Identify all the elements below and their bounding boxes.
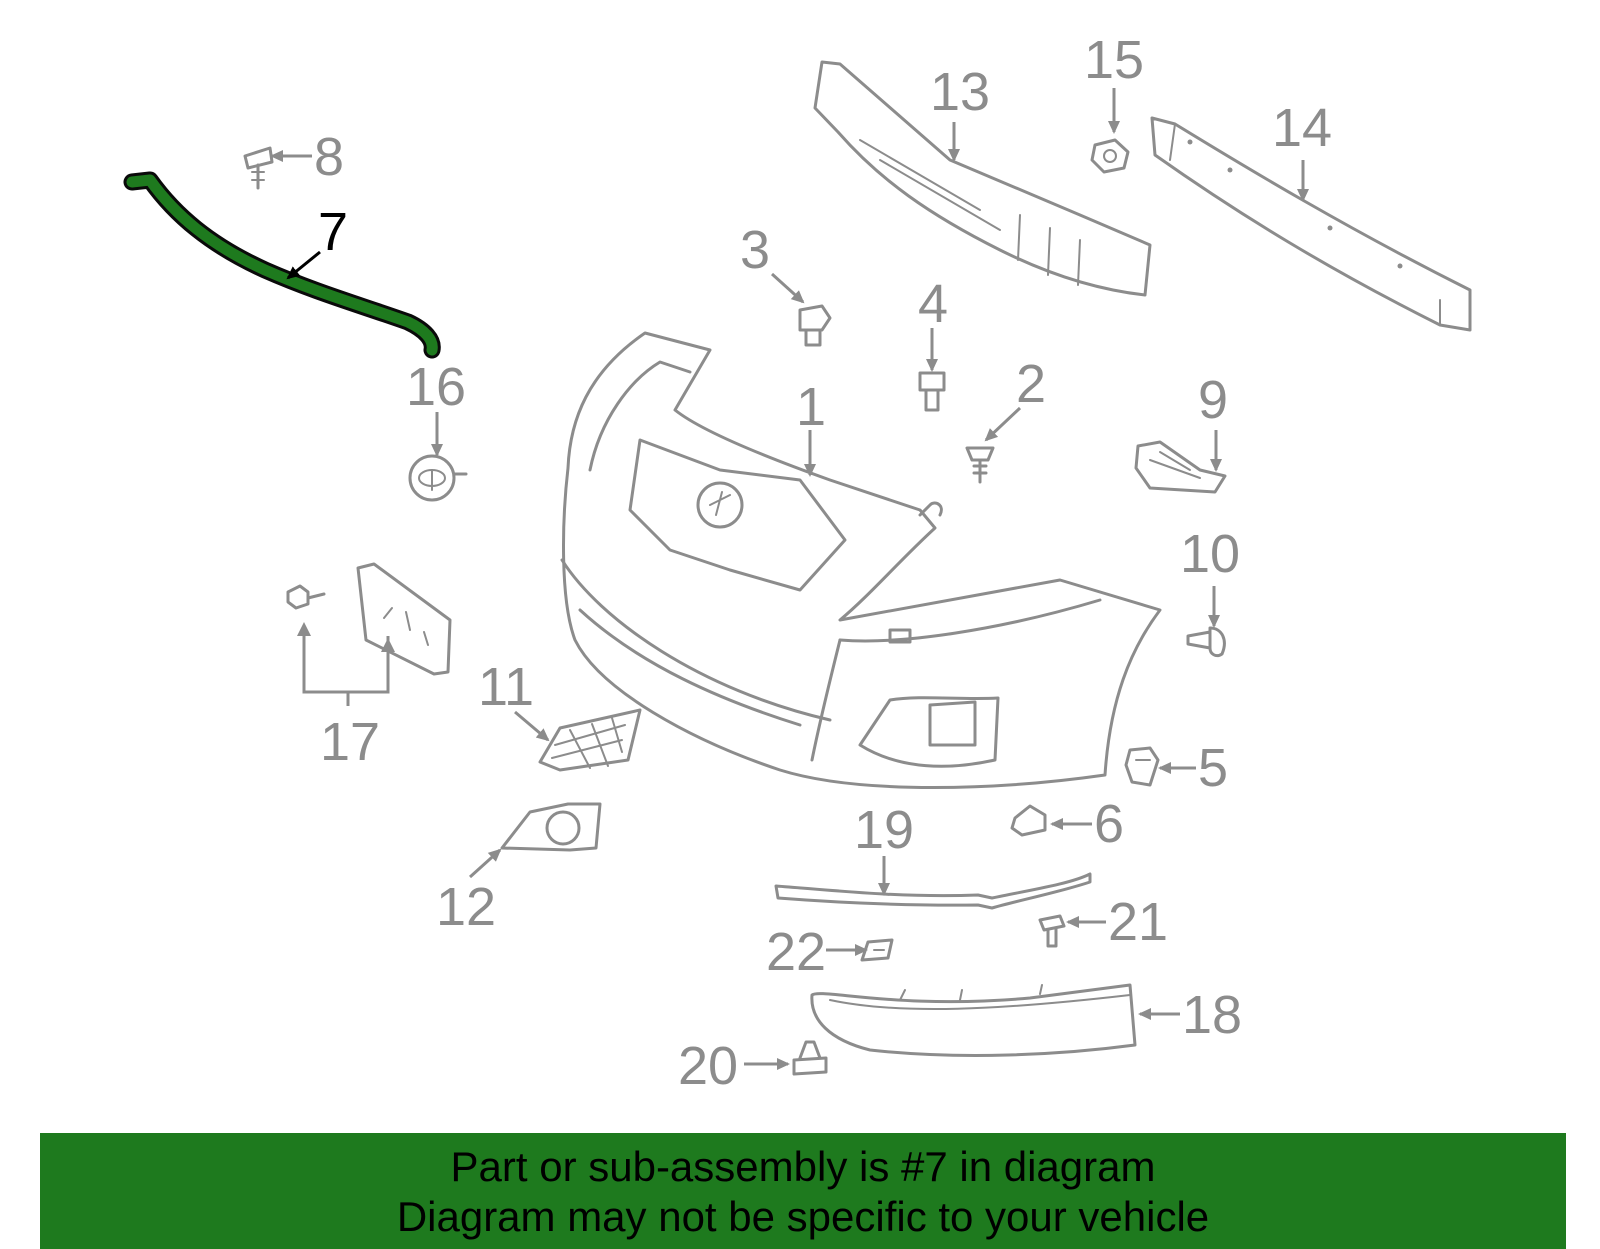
callout-4: 4	[918, 274, 948, 334]
callout-10: 10	[1180, 524, 1240, 584]
callout-2: 2	[1016, 354, 1046, 414]
callout-15: 15	[1084, 30, 1144, 90]
part-12-fog-bezel[interactable]	[500, 802, 602, 852]
callout-5: 5	[1198, 738, 1228, 798]
callout-6: 6	[1094, 794, 1124, 854]
part-13-absorber[interactable]	[813, 60, 1152, 297]
callout-8: 8	[314, 127, 344, 187]
banner-line-part-number: Part or sub-assembly is #7 in diagram	[450, 1143, 1156, 1190]
callout-11: 11	[478, 657, 534, 717]
part-14-reinforcement[interactable]	[1150, 116, 1472, 332]
callout-13: 13	[930, 62, 990, 122]
callout-20: 20	[678, 1036, 738, 1096]
part-1-bumper-cover[interactable]	[560, 331, 1162, 789]
part-11-grille[interactable]	[538, 708, 642, 772]
part-16-emblem[interactable]	[408, 454, 468, 502]
callout-18: 18	[1182, 985, 1242, 1045]
part-18-spoiler[interactable]	[810, 983, 1137, 1057]
callout-1: 1	[796, 377, 826, 437]
leader-lines	[270, 88, 1309, 1070]
part-15-nut[interactable]	[1090, 138, 1130, 174]
part-20-clip[interactable]	[792, 1040, 828, 1076]
callout-19: 19	[854, 800, 914, 860]
part-8-clip[interactable]	[243, 146, 274, 190]
part-19-strip[interactable]	[774, 872, 1092, 910]
part-17-license-bracket[interactable]	[286, 562, 452, 676]
part-10-clip[interactable]	[1186, 626, 1226, 658]
callout-7: 7	[318, 202, 348, 262]
part-22-clip[interactable]	[860, 938, 894, 962]
callout-3: 3	[740, 220, 770, 280]
callout-22: 22	[766, 922, 826, 982]
callout-12: 12	[436, 877, 496, 937]
callout-21: 21	[1108, 892, 1168, 952]
callout-14: 14	[1272, 98, 1332, 158]
callout-9: 9	[1198, 370, 1228, 430]
callout-17: 17	[320, 712, 380, 772]
callout-16: 16	[406, 357, 466, 417]
part-7-molding[interactable]	[123, 171, 441, 359]
part-5-retainer[interactable]	[1124, 746, 1160, 787]
part-6-nut-clip[interactable]	[1010, 804, 1047, 837]
callout-labels: 1 2 3 4 5 6 7 8 9 10 11 12 13 14 15 16 1…	[314, 30, 1332, 1096]
part-4-screw[interactable]	[918, 371, 946, 412]
part-9-bracket[interactable]	[1134, 440, 1227, 494]
part-21-clip[interactable]	[1038, 914, 1066, 948]
info-banner: Part or sub-assembly is #7 in diagram Di…	[40, 1133, 1566, 1249]
part-3-bolt[interactable]	[798, 304, 832, 347]
banner-line-disclaimer: Diagram may not be specific to your vehi…	[396, 1193, 1210, 1240]
part-2-clip[interactable]	[965, 446, 995, 484]
